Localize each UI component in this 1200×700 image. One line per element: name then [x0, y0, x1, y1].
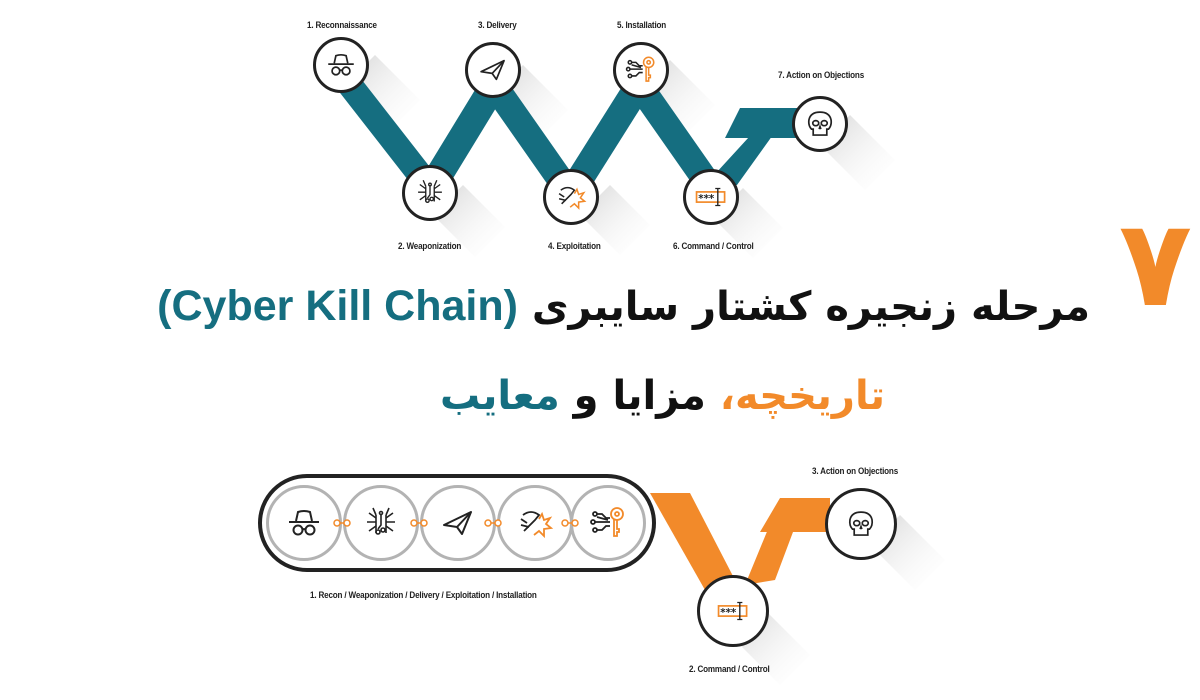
stage-label-reconnaissance: 1. Reconnaissance — [307, 20, 377, 30]
title-line-1: مرحله زنجیره کشتار سایبری (Cyber Kill Ch… — [157, 278, 1090, 335]
password-field-icon: *** — [717, 601, 748, 621]
spy-hat-glasses-icon — [289, 510, 319, 536]
svg-text:***: *** — [720, 608, 737, 619]
circuit-bug-icon — [418, 179, 442, 204]
stage-label-installation: 5. Installation — [617, 20, 667, 30]
mini-node-exploitation — [497, 485, 573, 561]
title-disadvantages: معایب — [440, 373, 560, 419]
stage-label-exploitation: 4. Exploitation — [548, 241, 601, 251]
connector-link-icon — [561, 519, 579, 527]
stage-node-weaponization — [402, 165, 458, 221]
bottom-node-action-on-objections — [825, 488, 897, 560]
bottom-node-command-control: *** — [697, 575, 769, 647]
stage-node-delivery — [465, 42, 521, 98]
mini-node-recon — [266, 485, 342, 561]
stage-count-number: ۷ — [1118, 195, 1192, 334]
stage-node-reconnaissance — [313, 37, 369, 93]
hammer-impact-icon — [520, 511, 554, 539]
stage-label-action-on-objections: 7. Action on Objections — [778, 70, 865, 80]
mini-node-installation — [570, 485, 646, 561]
grouped-stages-label: 1. Recon / Weaponization / Delivery / Ex… — [310, 590, 537, 600]
title-history: تاریخچه، — [719, 373, 885, 419]
title-persian-phrase: مرحله زنجیره کشتار سایبری — [531, 284, 1090, 330]
mini-node-weaponization — [343, 485, 419, 561]
bottom-label-command-control: 2. Command / Control — [689, 664, 770, 674]
hammer-impact-icon — [558, 186, 587, 210]
circuit-bug-icon — [367, 507, 395, 535]
connector-link-icon — [484, 519, 502, 527]
stage-label-delivery: 3. Delivery — [478, 20, 517, 30]
stage-node-command-control: *** — [683, 169, 739, 225]
paper-plane-icon — [443, 511, 472, 535]
stage-label-weaponization: 2. Weaponization — [398, 241, 462, 251]
stage-label-command-control: 6. Command / Control — [673, 241, 754, 251]
stage-node-installation — [613, 42, 669, 98]
stage-node-action-on-objections — [792, 96, 848, 152]
title-line-2: تاریخچه، مزایا و معایب — [440, 368, 885, 424]
stage-node-exploitation — [543, 169, 599, 225]
paper-plane-icon — [480, 59, 505, 81]
circuit-key-icon — [625, 56, 655, 82]
connector-link-icon — [410, 519, 428, 527]
title-advantages: مزایا و — [573, 373, 706, 419]
skull-icon — [807, 111, 833, 136]
password-field-icon: *** — [695, 187, 726, 207]
skull-icon — [848, 511, 874, 536]
circuit-key-icon — [590, 507, 624, 537]
svg-text:***: *** — [698, 194, 715, 205]
connector-link-icon — [333, 519, 351, 527]
top-chain-band — [330, 55, 895, 258]
spy-hat-glasses-icon — [328, 53, 354, 76]
title-english-phrase: (Cyber Kill Chain) — [157, 282, 518, 330]
bottom-label-action-on-objections: 3. Action on Objections — [812, 466, 899, 476]
